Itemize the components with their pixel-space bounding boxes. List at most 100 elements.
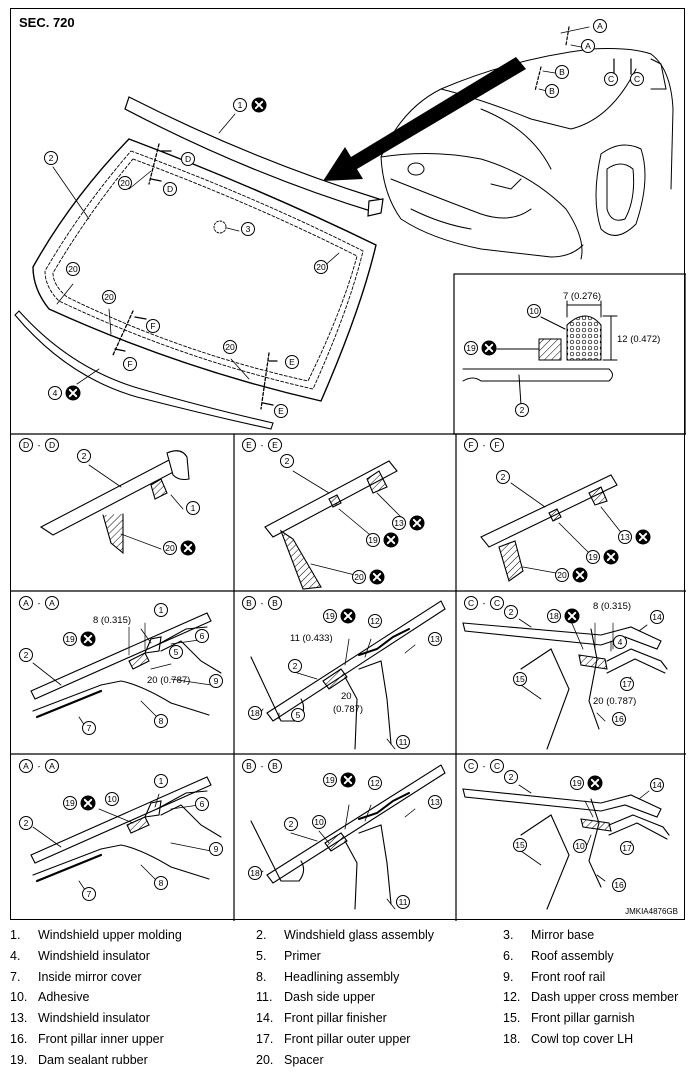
callout-20: 20 bbox=[314, 260, 328, 274]
callout-2: 2 bbox=[515, 403, 529, 417]
dim-bb-depth-b: (0.787) bbox=[333, 704, 363, 715]
section-ee-drawing bbox=[264, 460, 404, 590]
svg-text:C: C bbox=[494, 598, 500, 608]
callout-2: 2 bbox=[19, 648, 33, 662]
svg-text:20: 20 bbox=[354, 572, 364, 582]
svg-text:-: - bbox=[38, 440, 41, 450]
panel-heading-ff: F - F bbox=[464, 438, 504, 452]
panel-heading-bb2: B - B bbox=[242, 759, 282, 773]
section-marker-e: E bbox=[274, 404, 288, 418]
overview-leaders bbox=[52, 26, 590, 385]
section-bb2-drawing bbox=[250, 764, 446, 910]
adhesive-detail bbox=[462, 300, 618, 406]
callout-17: 17 bbox=[620, 841, 634, 855]
callout-10: 10 bbox=[105, 792, 119, 806]
svg-text:A: A bbox=[23, 761, 29, 771]
panel-heading-cc2: C - C bbox=[464, 759, 504, 773]
diagram-drawing: 1 2 3 4 20 20 20 20 20 10 19 2 2 1 20 2 … bbox=[11, 19, 686, 921]
svg-text:1: 1 bbox=[159, 776, 164, 786]
callout-10: 10 bbox=[573, 839, 587, 853]
callout-11: 11 bbox=[396, 895, 410, 909]
callout-1: 1 bbox=[186, 501, 200, 515]
figure-code: JMKIA4876GB bbox=[625, 907, 678, 916]
svg-text:10: 10 bbox=[314, 817, 324, 827]
svg-text:15: 15 bbox=[515, 674, 525, 684]
section-marker-b: B bbox=[545, 84, 559, 98]
svg-text:2: 2 bbox=[289, 819, 294, 829]
section-marker-e: E bbox=[285, 355, 299, 369]
svg-text:18: 18 bbox=[250, 708, 260, 718]
svg-text:A: A bbox=[49, 598, 55, 608]
svg-text:B: B bbox=[272, 598, 278, 608]
section-marker-d: D bbox=[181, 152, 195, 166]
svg-text:2: 2 bbox=[24, 818, 29, 828]
svg-text:20: 20 bbox=[104, 292, 114, 302]
svg-text:D: D bbox=[185, 154, 191, 164]
callout-1: 1 bbox=[154, 603, 168, 617]
panel-heading-aa2: A - A bbox=[19, 759, 59, 773]
callout-19: 19 bbox=[366, 533, 380, 547]
svg-text:20: 20 bbox=[557, 570, 567, 580]
callout-15: 15 bbox=[513, 672, 527, 686]
svg-text:D: D bbox=[49, 440, 55, 450]
callout-2: 2 bbox=[504, 605, 518, 619]
section-cc2-drawing bbox=[462, 784, 670, 910]
svg-text:-: - bbox=[261, 440, 264, 450]
svg-text:9: 9 bbox=[214, 844, 219, 854]
svg-text:5: 5 bbox=[174, 647, 179, 657]
callout-19: 19 bbox=[63, 796, 77, 810]
upper-molding bbox=[124, 96, 384, 217]
svg-text:F: F bbox=[494, 440, 499, 450]
callout-12: 12 bbox=[368, 776, 382, 790]
panel-grid bbox=[11, 273, 686, 921]
section-marker-f: F bbox=[146, 319, 160, 333]
section-marker-d: D bbox=[163, 182, 177, 196]
svg-text:2: 2 bbox=[293, 661, 298, 671]
callout-6: 6 bbox=[195, 629, 209, 643]
panel-heading-aa1: A - A bbox=[19, 596, 59, 610]
section-marker-c: C bbox=[604, 72, 618, 86]
svg-text:13: 13 bbox=[620, 532, 630, 542]
svg-text:20: 20 bbox=[225, 342, 235, 352]
dimension-labels: 7 (0.276) 12 (0.472) 8 (0.315) 20 (0.787… bbox=[93, 291, 660, 715]
section-marker-a: A bbox=[581, 39, 595, 53]
svg-text:1: 1 bbox=[191, 503, 196, 513]
svg-text:13: 13 bbox=[394, 518, 404, 528]
svg-text:F: F bbox=[127, 359, 132, 369]
svg-text:17: 17 bbox=[622, 679, 632, 689]
section-aa2-drawing bbox=[30, 776, 222, 894]
callout-2: 2 bbox=[77, 449, 91, 463]
dim-bb-width: 11 (0.433) bbox=[290, 633, 333, 644]
callout-20: 20 bbox=[223, 340, 237, 354]
section-letter-markers: A A B B C C D D F F E E D - D E - E bbox=[19, 19, 644, 773]
svg-text:13: 13 bbox=[430, 797, 440, 807]
callout-13: 13 bbox=[428, 795, 442, 809]
svg-text:E: E bbox=[246, 440, 252, 450]
svg-text:1: 1 bbox=[238, 100, 243, 110]
callout-11: 11 bbox=[396, 735, 410, 749]
callout-16: 16 bbox=[612, 878, 626, 892]
callout-8: 8 bbox=[154, 714, 168, 728]
svg-text:11: 11 bbox=[399, 897, 408, 907]
svg-text:10: 10 bbox=[107, 794, 117, 804]
svg-text:14: 14 bbox=[652, 780, 662, 790]
section-cc1-drawing bbox=[462, 618, 668, 750]
legend-row: 19.Dam sealant rubber 20.Spacer bbox=[10, 1052, 324, 1067]
callout-13: 13 bbox=[618, 530, 632, 544]
svg-text:19: 19 bbox=[65, 634, 75, 644]
svg-text:C: C bbox=[494, 761, 500, 771]
callout-18: 18 bbox=[547, 609, 561, 623]
callout-2: 2 bbox=[44, 151, 58, 165]
svg-text:B: B bbox=[272, 761, 278, 771]
callout-19: 19 bbox=[323, 773, 337, 787]
svg-text:16: 16 bbox=[614, 880, 624, 890]
callout-18: 18 bbox=[248, 866, 262, 880]
svg-text:-: - bbox=[483, 440, 486, 450]
callout-13: 13 bbox=[428, 632, 442, 646]
svg-text:20: 20 bbox=[165, 543, 175, 553]
callout-19: 19 bbox=[570, 776, 584, 790]
svg-text:3: 3 bbox=[246, 224, 251, 234]
svg-text:19: 19 bbox=[466, 343, 476, 353]
svg-text:A: A bbox=[49, 761, 55, 771]
legend-row: 13.Windshield insulator 14.Front pillar … bbox=[10, 1011, 635, 1026]
